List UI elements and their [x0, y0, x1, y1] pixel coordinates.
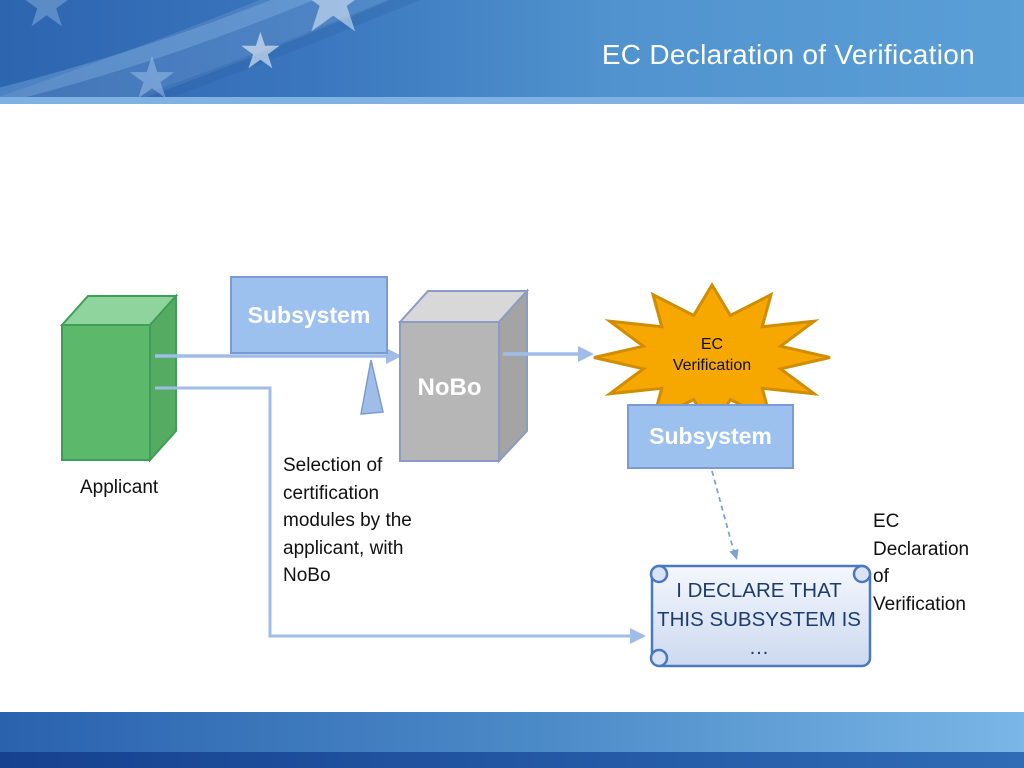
- star-icon: ★: [18, 0, 76, 40]
- subsystem-box-bottom: Subsystem: [627, 404, 794, 469]
- arrow-applicant-to-declaration: [155, 386, 646, 644]
- nobo-box-side: [498, 288, 528, 464]
- arrow-subsystem-to-declaration: [711, 470, 739, 560]
- header-decoration: [0, 0, 421, 97]
- subsystem-box-top: Subsystem: [230, 276, 388, 354]
- arrowhead-icon: [386, 348, 402, 364]
- star-icon: ★: [292, 0, 375, 51]
- arrow-applicant-to-nobo: [155, 348, 402, 364]
- star-icon: ★: [126, 46, 178, 98]
- nobo-box-front: [399, 321, 500, 462]
- header-divider: [0, 97, 1024, 104]
- nobo-box: [397, 288, 530, 464]
- applicant-label: Applicant: [80, 477, 159, 498]
- ec-verification-label: EC Verification: [672, 336, 752, 374]
- scroll-curl-top-left: [649, 564, 669, 584]
- declaration-scroll-text: I DECLARE THAT THIS SUBSYSTEM IS …: [657, 579, 861, 660]
- declaration-scroll: [649, 564, 872, 668]
- footer-band: [0, 712, 1024, 752]
- arrow-line: [155, 386, 630, 638]
- selection-note: Selection of certification modules by th…: [283, 455, 412, 586]
- star-icon: ★: [238, 23, 283, 79]
- scroll-curl-top-right: [852, 564, 872, 584]
- slide-header: ★ ★ ★ ★ EC Declaration of Verification: [0, 0, 1024, 97]
- declaration-note: EC Declaration of Verification: [873, 511, 970, 615]
- subsystem-top-label: Subsystem: [247, 301, 371, 328]
- subsystem-pointer-icon: [360, 359, 384, 415]
- applicant-box: [59, 293, 179, 463]
- slide-title: EC Declaration of Verification: [601, 39, 975, 70]
- applicant-box-front: [61, 324, 151, 461]
- arrow-nobo-to-verification: [503, 346, 594, 362]
- scroll-curl-bottom-left: [649, 648, 669, 668]
- subsystem-bottom-label: Subsystem: [649, 423, 772, 449]
- arrowhead-icon: [578, 346, 594, 362]
- applicant-box-side: [149, 293, 177, 463]
- dashed-arrow-line: [711, 470, 735, 553]
- arrowhead-icon: [630, 628, 646, 644]
- arrowhead-icon: [729, 549, 739, 560]
- footer-stripe: [0, 752, 1024, 768]
- nobo-label: NoBo: [417, 374, 482, 401]
- scroll-body: [650, 564, 872, 668]
